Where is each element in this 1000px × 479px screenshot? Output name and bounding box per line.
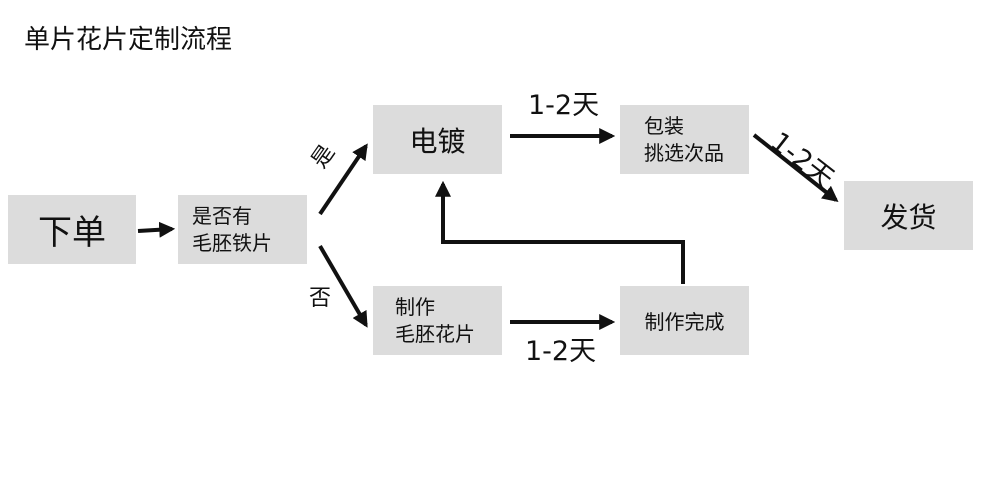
arrow-done-to-plating: [435, 180, 685, 284]
node-shipping-label: 发货: [880, 200, 937, 234]
label-duration-blank-to-done: 1-2天: [525, 336, 597, 367]
node-check-blank-sheet-line-2: 毛胚铁片: [192, 230, 272, 255]
node-production-complete-label: 制作完成: [644, 310, 725, 334]
label-no: 否: [309, 286, 332, 311]
node-make-blank-line-1: 制作: [395, 294, 435, 319]
node-make-blank-line-2: 毛胚花片: [395, 321, 475, 346]
arrow-order-to-check: [137, 221, 176, 238]
node-check-blank-sheet: 是否有 毛胚铁片: [178, 195, 307, 264]
node-electroplating-label: 电镀: [409, 124, 466, 158]
node-electroplating: 电镀: [373, 105, 502, 174]
node-packing-line-1: 包装: [644, 113, 684, 138]
node-packing: 包装 挑选次品: [620, 105, 749, 174]
label-duration-plating-to-pack: 1-2天: [528, 90, 600, 121]
node-packing-line-2: 挑选次品: [644, 140, 724, 165]
node-make-blank: 制作 毛胚花片: [373, 286, 502, 355]
arrow-check-to-blank: [318, 244, 368, 328]
node-place-order-label: 下单: [38, 213, 106, 253]
diagram-title: 单片花片定制流程: [24, 25, 233, 55]
arrow-check-to-plating: [318, 143, 368, 216]
node-production-complete: 制作完成: [620, 286, 749, 355]
node-place-order: 下单: [8, 195, 136, 264]
node-shipping: 发货: [844, 181, 973, 250]
node-check-blank-sheet-line-1: 是否有: [192, 203, 252, 228]
arrow-pack-to-ship: [752, 133, 839, 202]
